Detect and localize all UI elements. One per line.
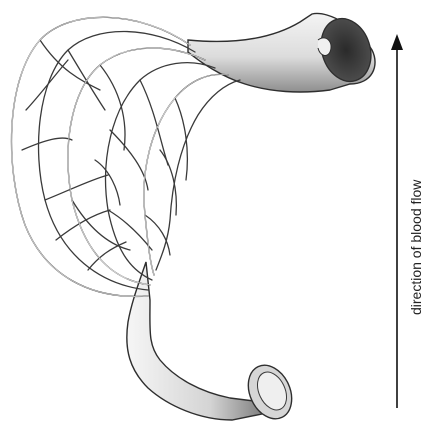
flow-arrow-head	[391, 34, 403, 50]
flow-direction-arrow	[391, 34, 403, 408]
arteriole	[127, 262, 300, 426]
venule	[188, 12, 379, 92]
flow-direction-label: direction of blood flow	[408, 179, 422, 315]
